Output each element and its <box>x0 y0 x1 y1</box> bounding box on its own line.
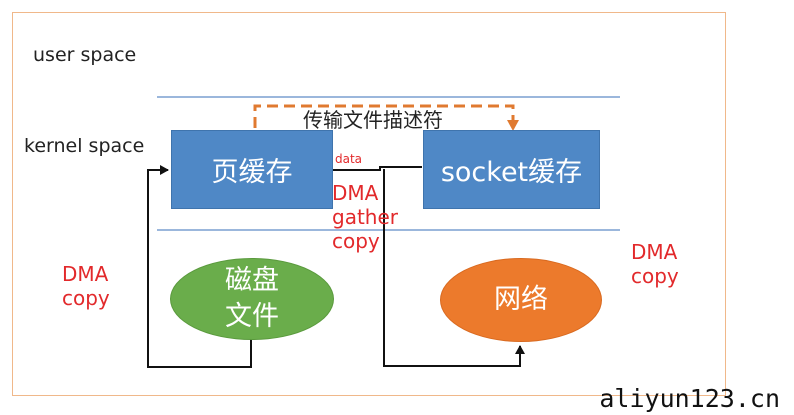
dma-copy-left-line-2: copy <box>62 286 110 310</box>
dma-gather-copy-line-1: DMA <box>332 181 379 205</box>
disk-file-line-2: 文件 <box>225 301 279 332</box>
transfer-fd-label: 传输文件描述符 <box>303 108 443 132</box>
dashed-transfer-arrow <box>253 104 519 131</box>
disk-to-pagecache-arrow <box>147 165 252 368</box>
network-ellipse: 网络 <box>440 258 602 342</box>
dma-gather-copy-label: DMA gather copy <box>332 181 398 253</box>
dma-gather-copy-line-3: copy <box>332 229 380 253</box>
dma-copy-right-line-1: DMA <box>631 240 678 264</box>
pagecache-to-network-arrow <box>383 169 525 367</box>
disk-file-line-1: 磁盘 <box>225 264 279 296</box>
user-space-label: user space <box>33 44 137 66</box>
data-label: data <box>335 152 363 166</box>
kernel-space-label: kernel space <box>24 135 145 157</box>
network-label: 网络 <box>494 283 548 315</box>
dma-copy-left-label: DMA copy <box>62 262 110 310</box>
diagram-frame <box>12 12 726 396</box>
dma-gather-copy-line-2: gather <box>332 205 398 229</box>
watermark-text: aliyun123.cn <box>599 384 780 413</box>
page-cache-box: 页缓存 <box>171 130 333 209</box>
dma-copy-right-label: DMA copy <box>631 240 679 288</box>
dma-copy-left-line-1: DMA <box>62 262 109 286</box>
dma-copy-right-line-2: copy <box>631 264 679 288</box>
socket-cache-label: socket缓存 <box>440 157 583 188</box>
data-link-line <box>332 166 422 171</box>
socket-cache-box: socket缓存 <box>423 130 600 209</box>
page-cache-label: 页缓存 <box>211 157 293 188</box>
disk-file-ellipse: 磁盘 文件 <box>170 258 334 340</box>
